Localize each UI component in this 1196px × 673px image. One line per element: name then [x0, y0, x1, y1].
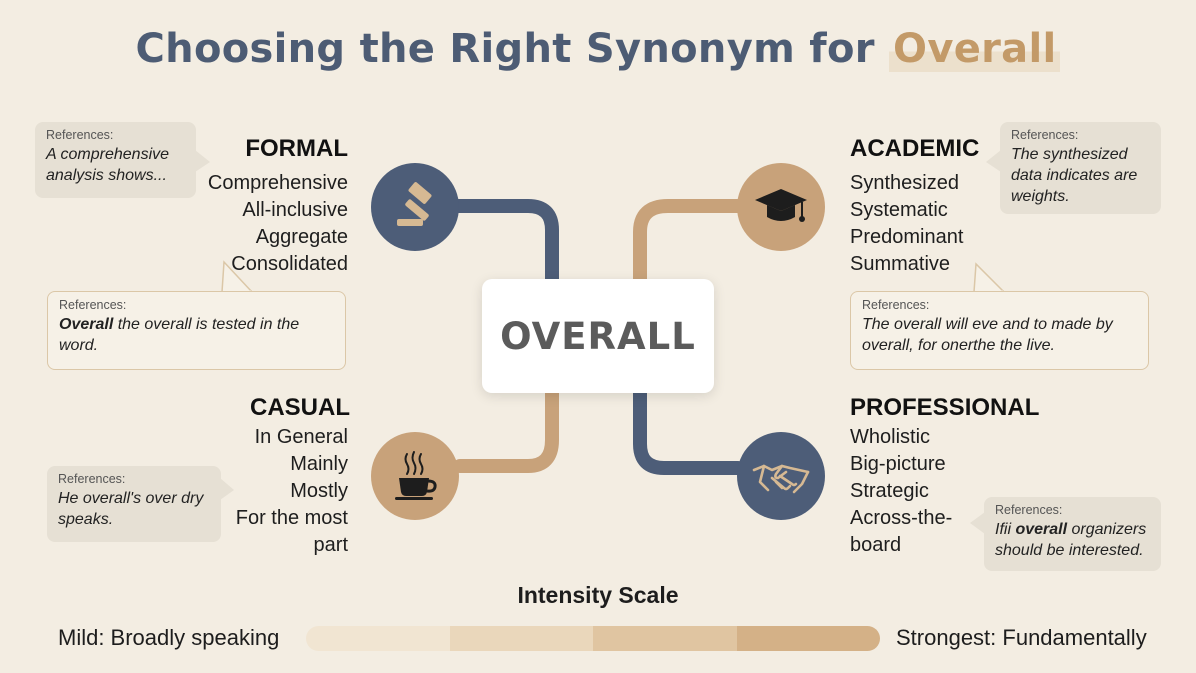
handshake-icon [752, 464, 810, 494]
tail-casual [220, 478, 234, 500]
title-text: Choosing the Right Synonym for [135, 26, 890, 72]
bubble-bold-word: overall [1015, 521, 1068, 538]
tail-academic-top [986, 150, 1001, 172]
list-item: For the most [235, 507, 348, 529]
list-item: Big-picture [850, 453, 946, 475]
bubble-text: Overall the overall is tested in the wor… [59, 314, 334, 356]
list-item: Comprehensive [207, 172, 348, 194]
graduation-cap-icon [755, 189, 807, 222]
professional-word-list: Wholistic Big-picture Strategic Across-t… [850, 424, 980, 559]
tail-formal-bottom [221, 260, 254, 293]
reference-bubble-academic-bottom: References: The overall will eve and to … [850, 291, 1149, 370]
bubble-label: References: [46, 128, 114, 142]
bubble-text: Ifii overall organizers should be intere… [995, 519, 1150, 561]
bubble-text: The synthesized data indicates are weigh… [1011, 146, 1138, 205]
tail-professional [970, 512, 985, 534]
bubble-text-pre: Ifii [995, 521, 1016, 538]
scale-segment [593, 626, 737, 651]
list-item: part [313, 534, 348, 556]
bubble-bold-word: Overall [59, 316, 114, 333]
title-highlight: Overall [889, 26, 1061, 72]
casual-icon-circle [371, 432, 459, 520]
casual-heading: CASUAL [250, 394, 350, 421]
formal-icon-circle [371, 163, 459, 251]
professional-icon-circle [737, 432, 825, 520]
bubble-text-rest: organizers should be interested. [995, 521, 1147, 559]
connector-formal [451, 199, 559, 287]
bubble-label: References: [1011, 128, 1079, 142]
scale-left-label: Mild: Broadly speaking [58, 625, 280, 650]
list-item: In General [254, 426, 348, 448]
list-item: Synthesized [850, 172, 959, 194]
reference-bubble-formal-bottom: References: Overall the overall is teste… [47, 291, 346, 370]
list-item: All-inclusive [242, 199, 348, 221]
scale-segment [736, 626, 880, 651]
reference-bubble-casual: References: He overall's over dry speaks… [47, 466, 221, 542]
list-item: Wholistic [850, 426, 931, 448]
tail-formal-top [195, 150, 210, 172]
list-item: Strategic [850, 480, 929, 502]
list-item: Predominant [850, 226, 964, 248]
center-node: OVERALL [482, 279, 714, 393]
bubble-text-rest: the overall is tested in the word. [59, 316, 300, 354]
bubble-text: The overall will eve and to made by over… [862, 316, 1113, 354]
list-item: Mainly [290, 453, 348, 475]
center-label: OVERALL [500, 314, 696, 358]
scale-right-label: Strongest: Fundamentally [896, 625, 1147, 650]
scale-segment [449, 626, 593, 651]
gavel-icon [397, 182, 432, 226]
connector-professional [633, 386, 745, 475]
professional-heading: PROFESSIONAL [850, 394, 1040, 421]
formal-word-list: Comprehensive All-inclusive Aggregate Co… [170, 170, 348, 278]
bubble-label: References: [995, 503, 1063, 517]
reference-bubble-formal-top: References: A comprehensive analysis sho… [35, 122, 196, 198]
bubble-label: References: [59, 298, 127, 312]
list-item: Systematic [850, 199, 948, 221]
list-item: board [850, 534, 902, 556]
list-item: Across-the- [850, 507, 953, 529]
page-title: Choosing the Right Synonym for Overall [0, 26, 1196, 72]
bubble-label: References: [58, 472, 126, 486]
bubble-label: References: [862, 298, 930, 312]
academic-icon-circle [737, 163, 825, 251]
academic-word-list: Synthesized Systematic Predominant Summa… [850, 170, 1030, 278]
list-item: Aggregate [255, 226, 348, 248]
reference-bubble-academic-top: References: The synthesized data indicat… [1000, 122, 1161, 214]
casual-word-list: In General Mainly Mostly For the most pa… [198, 424, 348, 559]
connector-casual [453, 386, 559, 473]
connector-academic [633, 199, 745, 287]
list-item: Consolidated [231, 253, 348, 275]
bubble-text: He overall's over dry speaks. [58, 490, 204, 528]
tail-academic-bottom [973, 262, 1006, 293]
list-item: Mostly [290, 480, 348, 502]
formal-heading: FORMAL [245, 135, 348, 162]
bubble-text: A comprehensive analysis shows... [46, 146, 170, 184]
academic-heading: ACADEMIC [850, 135, 980, 162]
intensity-scale-bar [306, 626, 880, 651]
list-item: Summative [850, 253, 951, 275]
coffee-cup-icon [395, 451, 437, 500]
scale-segment [306, 626, 450, 651]
reference-bubble-professional: References: Ifii overall organizers shou… [984, 497, 1161, 571]
intensity-scale-title: Intensity Scale [517, 582, 679, 608]
